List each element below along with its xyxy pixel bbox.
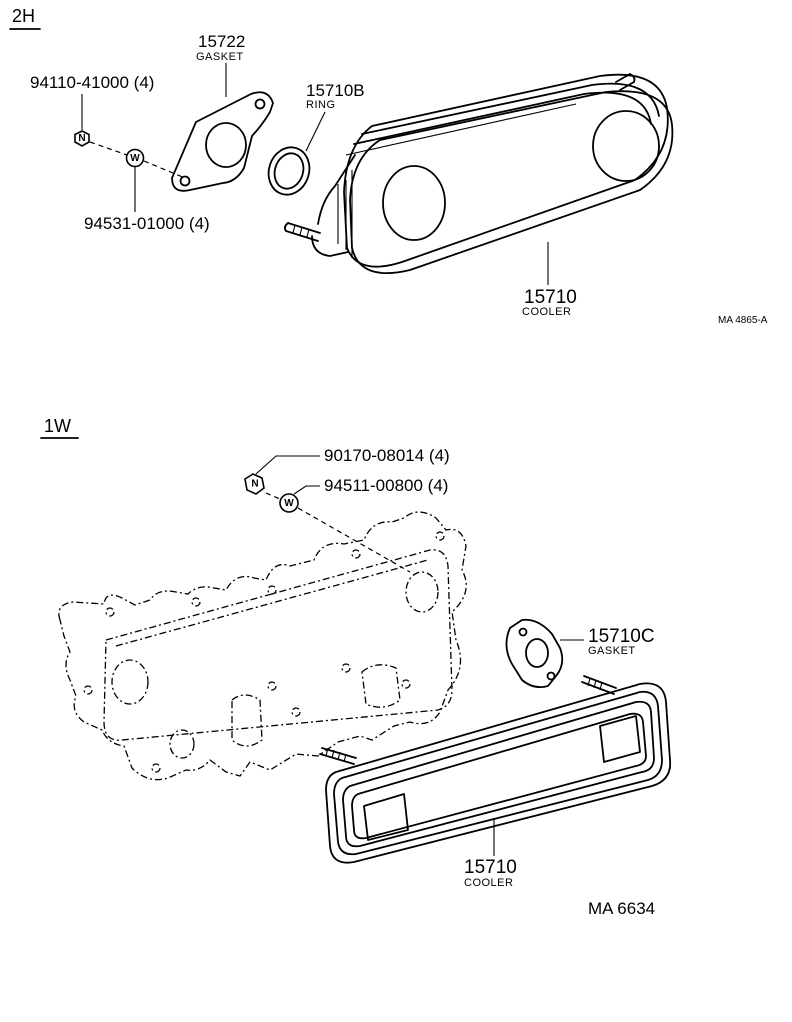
section-1w: 1W N 90170-08014 (4) W 94511-00800 (4) bbox=[40, 416, 672, 918]
washer-symbol: W bbox=[130, 153, 140, 164]
washer-icon-1w: W bbox=[279, 493, 299, 513]
washer-part-number: 94531-01000 (4) bbox=[84, 214, 210, 233]
ring-leader-line bbox=[305, 111, 326, 152]
gasket-part-number: 15722 bbox=[198, 32, 245, 51]
nut-hex-icon: N bbox=[74, 130, 90, 147]
ring-part-number: 15710B bbox=[306, 81, 365, 100]
nut-hex-icon-1w: N bbox=[244, 473, 265, 495]
cooler-part-name-2h: COOLER bbox=[522, 306, 571, 318]
cooler-part-image-2h bbox=[283, 73, 674, 274]
cooler-part-name-1w: COOLER bbox=[464, 877, 513, 889]
cooler-part-number-2h: 15710 bbox=[524, 287, 577, 308]
gasket-part-image bbox=[171, 91, 274, 192]
diagram-code-2h: MA 4865-A bbox=[718, 315, 768, 326]
cooler-part-number-1w: 15710 bbox=[464, 857, 517, 878]
gasket-part-name: GASKET bbox=[196, 51, 244, 63]
nut-part-number: 94110-41000 (4) bbox=[30, 73, 154, 92]
diagram-code-1w: MA 6634 bbox=[588, 899, 655, 918]
nut-leader-line-1w bbox=[255, 455, 320, 475]
fastener-axis-line-1w bbox=[265, 492, 411, 573]
ring-part-image bbox=[267, 146, 311, 196]
engine-block-outline bbox=[58, 511, 467, 781]
gasket-part-image-1w bbox=[505, 618, 564, 689]
section-label-1w: 1W bbox=[44, 416, 71, 436]
nut-symbol: N bbox=[78, 133, 85, 144]
washer-icon: W bbox=[125, 148, 145, 168]
ring-part-name: RING bbox=[306, 99, 336, 111]
cooler-part-image-1w bbox=[319, 675, 672, 864]
nut-part-number-1w: 90170-08014 (4) bbox=[324, 446, 450, 465]
gasket-part-name-1w: GASKET bbox=[588, 645, 636, 657]
section-2h: 2H 94110-41000 (4) N W 94531-01000 (4) 1… bbox=[9, 6, 768, 326]
nut-symbol-1w: N bbox=[251, 479, 258, 490]
washer-leader-line-1w bbox=[293, 485, 320, 495]
fastener-axis-line bbox=[89, 141, 186, 179]
washer-symbol-1w: W bbox=[284, 498, 294, 509]
section-label-2h: 2H bbox=[12, 6, 35, 26]
washer-part-number-1w: 94511-00800 (4) bbox=[324, 476, 448, 495]
gasket-part-number-1w: 15710C bbox=[588, 626, 655, 647]
